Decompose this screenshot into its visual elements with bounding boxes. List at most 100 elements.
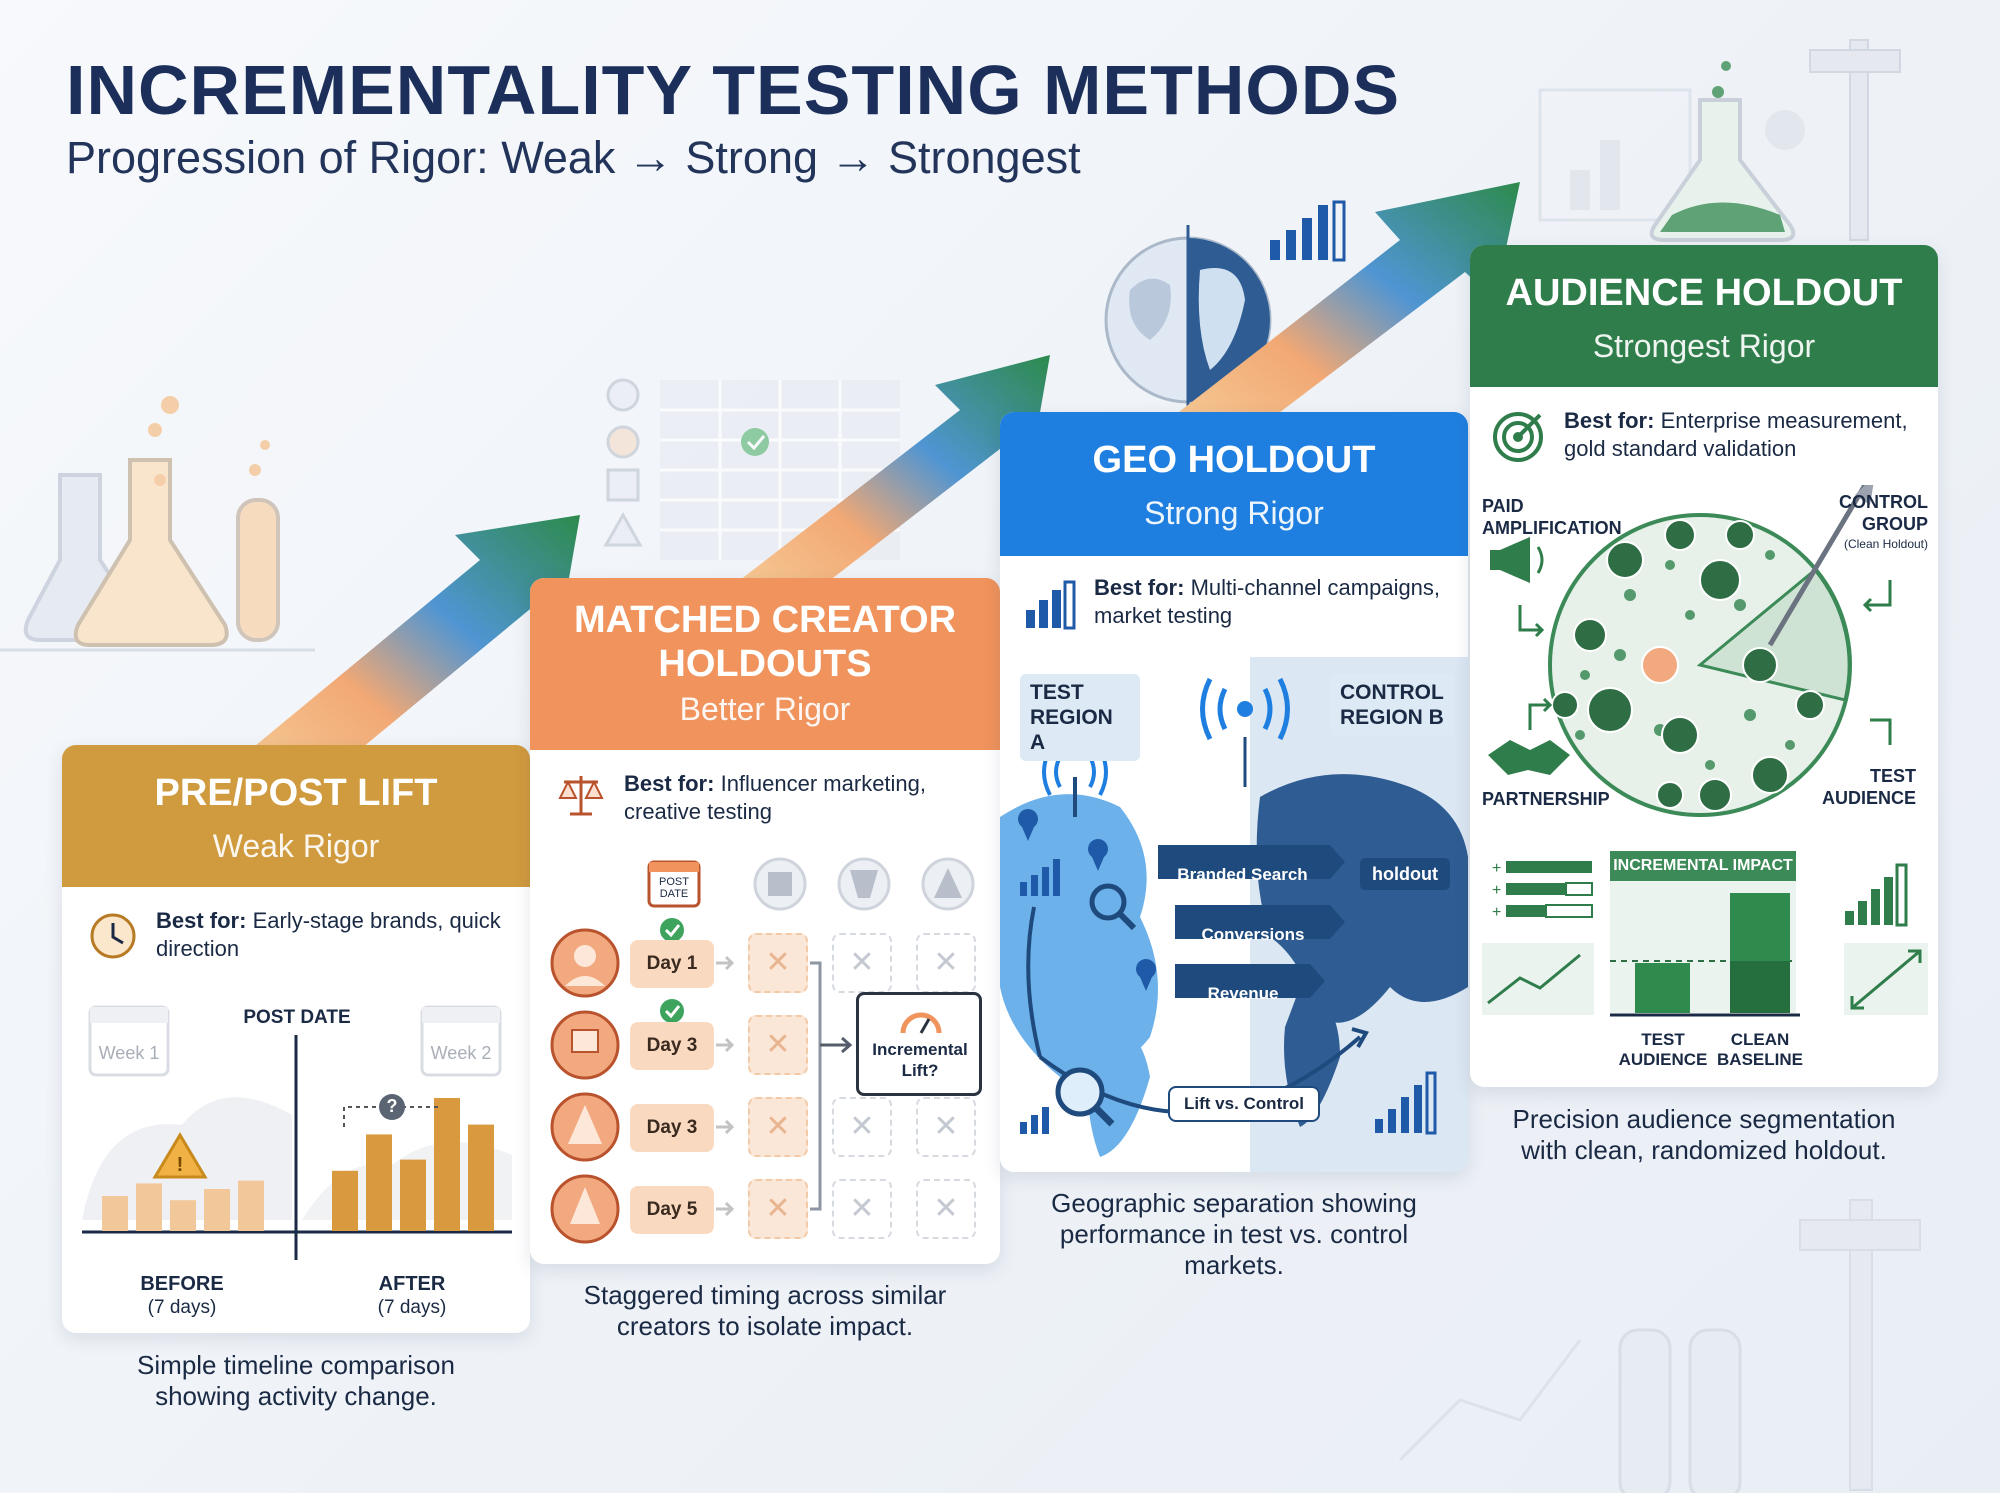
partnership-label: PARTNERSHIP: [1482, 789, 1610, 809]
after-bars-group: [332, 1098, 494, 1231]
after-bar: [400, 1159, 426, 1231]
megaphone-icon: [1490, 537, 1544, 583]
best-for-text: Enterprise measurement, gold standard va…: [1564, 408, 1908, 461]
clean-baseline-bar-label: CLEAN BASELINE: [1717, 1030, 1803, 1069]
best-for-text: Multi-channel campaigns, market testing: [1094, 575, 1441, 628]
day-pill-3: Day 3: [630, 1104, 714, 1152]
after-bar: [366, 1134, 392, 1231]
before-bar: [204, 1189, 230, 1231]
lab-flasks-icon: [0, 396, 315, 652]
calendar-week2-icon: [420, 1005, 502, 1077]
pre-post-timeline-chart: !: [82, 1005, 512, 1260]
control-group-label: CONTROL GROUP: [1839, 492, 1928, 534]
test-audience-bar-label: TEST AUDIENCE: [1618, 1030, 1708, 1069]
before-bar: [170, 1200, 196, 1231]
lab-tubes-icon: [1398, 1199, 1921, 1493]
pre-post-caption: Simple timeline comparison showing activ…: [137, 1350, 455, 1411]
trend-up-icon: [1482, 943, 1594, 1015]
magnifier-icon: [1089, 883, 1137, 931]
week2-label: Week 2: [430, 1043, 492, 1063]
page-title: INCREMENTALITY TESTING METHODS: [66, 51, 1401, 129]
best-for-text: Influencer marketing, creative testing: [624, 771, 927, 824]
matched-creator-card: MATCHED CREATOR HOLDOUTS Better Rigor Be…: [530, 578, 1000, 1264]
incremental-lift-label: Incremental Lift?: [872, 1040, 968, 1080]
audience-segmentation-graphic: [1488, 485, 1892, 817]
matched-title-line1: MATCHED CREATOR: [573, 599, 957, 641]
target-icon: [1493, 412, 1543, 462]
best-for-text: Early-stage brands, quick direction: [156, 908, 501, 961]
holdout-cell: ✕: [748, 1015, 808, 1075]
broadcast-tower-icon: [1200, 677, 1290, 787]
clock-icon: [90, 913, 136, 959]
holdout-cell: ✕: [748, 933, 808, 993]
matched-title-line2: HOLDOUTS: [658, 643, 872, 685]
flow-revenue: Revenue: [1207, 984, 1279, 1003]
holdout-cell: ✕: [748, 1097, 808, 1157]
map-pin-icon: [1018, 809, 1156, 991]
signal-tower-icon: [1042, 748, 1108, 817]
before-sub-label: (7 days): [147, 1297, 217, 1318]
gauge-icon: [900, 1012, 942, 1034]
after-sub-label: (7 days): [377, 1297, 447, 1318]
check-icon: [660, 999, 684, 1023]
post-date-label: POST DATE: [243, 1007, 351, 1028]
day-pill-4: Day 5: [630, 1186, 714, 1234]
incremental-lift-card: Incremental Lift?: [856, 992, 982, 1096]
post-date-calendar-icon: [647, 860, 701, 908]
lift-vs-control-label: Lift vs. Control: [1184, 1094, 1304, 1113]
question-icon: [379, 1094, 405, 1120]
best-for-label: Best for:: [624, 771, 715, 796]
geo-rigor: Strong Rigor: [1144, 495, 1324, 531]
after-label: AFTER: [378, 1273, 446, 1295]
before-bar: [102, 1196, 128, 1231]
matched-header: MATCHED CREATOR HOLDOUTS Better Rigor: [530, 578, 1000, 750]
creator-avatar-1-icon: [550, 928, 620, 998]
creator-avatar-3-icon: [550, 1092, 620, 1162]
flow-branded-search: Branded Search: [1177, 865, 1308, 884]
pre-post-header: PRE/POST LIFT Weak Rigor: [62, 745, 530, 887]
audience-rigor: Strongest Rigor: [1592, 328, 1816, 364]
holdout-cell: ✕: [832, 933, 892, 993]
creator-avatar-2-icon: [550, 1010, 620, 1080]
best-for-label: Best for:: [1564, 408, 1655, 433]
geo-header: GEO HOLDOUT Strong Rigor: [1000, 412, 1468, 556]
clean-holdout-label: (Clean Holdout): [1843, 537, 1928, 551]
matched-rigor: Better Rigor: [679, 691, 851, 727]
test-region-label: TEST REGION A: [1020, 674, 1140, 761]
audience-title: AUDIENCE HOLDOUT: [1505, 272, 1903, 314]
pre-post-title: PRE/POST LIFT: [154, 772, 438, 814]
matched-caption: Staggered timing across similar creators…: [583, 1280, 947, 1341]
question-mark: ?: [386, 1096, 398, 1116]
after-bar: [434, 1098, 460, 1231]
before-bar: [136, 1183, 162, 1231]
holdout-cell: ✕: [748, 1179, 808, 1239]
incremental-impact-chart: + + +: [1482, 851, 1928, 1017]
svg-text:+: +: [1492, 882, 1501, 899]
best-for-label: Best for:: [156, 908, 247, 933]
scales-icon: [558, 776, 604, 816]
incremental-impact-title: INCREMENTAL IMPACT: [1613, 857, 1793, 874]
diagonal-arrows-icon: [1844, 943, 1928, 1015]
check-icon: [660, 918, 684, 942]
creator-avatar-4-icon: [550, 1174, 620, 1244]
after-bar: [332, 1170, 358, 1231]
post-date-icon-label: POST DATE: [659, 876, 689, 900]
calendar-week1-icon: [88, 1005, 170, 1077]
matched-best-for: Best for: Influencer marketing, creative…: [624, 770, 984, 826]
audience-header: AUDIENCE HOLDOUT Strongest Rigor: [1470, 245, 1938, 387]
holdout-cell: ✕: [916, 1097, 976, 1157]
audience-best-for: Best for: Enterprise measurement, gold s…: [1564, 407, 1934, 463]
audience-holdout-card: AUDIENCE HOLDOUT Strongest Rigor Best fo…: [1470, 245, 1938, 1087]
before-label: BEFORE: [140, 1273, 224, 1295]
scalpel-icon: [1767, 485, 1874, 647]
after-bar: [468, 1124, 494, 1231]
svg-text:+: +: [1492, 860, 1501, 877]
creator-column-icons: [753, 857, 975, 911]
lift-vs-control-badge: Lift vs. Control: [1168, 1086, 1320, 1122]
best-for-label: Best for:: [1094, 575, 1185, 600]
magnifier-trend-icon: [1055, 1067, 1115, 1127]
control-region-label: CONTROL REGION B: [1330, 674, 1454, 736]
geo-title: GEO HOLDOUT: [1092, 439, 1376, 481]
svg-text:!: !: [177, 1154, 184, 1176]
